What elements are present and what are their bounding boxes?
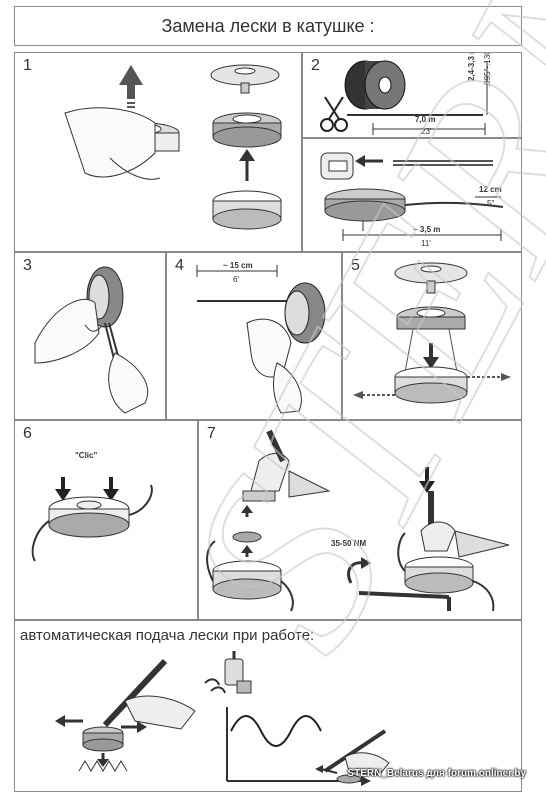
half-ft-label: 11' <box>421 239 431 248</box>
step4-cm-label: ~ 15 cm <box>223 261 253 270</box>
step-1-illustration <box>64 64 282 230</box>
step-1-panel: 1 <box>14 52 302 252</box>
step-7-panel: 7 35-50 NM <box>198 420 522 620</box>
step-2-illustration <box>320 60 488 135</box>
step-number: 6 <box>23 425 32 442</box>
auto-feed-caption: автоматическая подача лески при работе: <box>20 627 315 644</box>
step-2-panel: 2 7,0 m 23' 2,4-3,3 mm .095"-.130" <box>302 52 522 138</box>
auto-feed-panel <box>14 620 522 792</box>
step-4-panel: 4 ~ 15 cm 6' <box>166 252 342 420</box>
click-label: "Clic" <box>75 451 98 460</box>
step-2b-panel: 12 cm 5" ~ 3,5 m 11' <box>302 138 522 252</box>
torque-label: 35-50 NM <box>331 539 367 548</box>
step-number: 5 <box>351 257 360 274</box>
step4-in-label: 6' <box>233 275 239 284</box>
credit-text: STERN_Belarus для forum.onliner.by <box>347 768 526 779</box>
diameter-in-label: .095"-.130" <box>483 52 492 87</box>
free-cm-label: 12 cm <box>479 185 502 194</box>
step-number: 1 <box>23 57 32 74</box>
step-number: 2 <box>311 57 320 74</box>
length-m-label: 7,0 m <box>415 115 436 124</box>
step-3-illustration <box>34 266 149 414</box>
auto-feed-illustration <box>55 651 390 786</box>
step-6-panel: 6 "Clic" <box>14 420 198 620</box>
half-m-label: ~ 3,5 m <box>413 225 441 234</box>
step-5-illustration <box>353 262 511 404</box>
step-6-illustration <box>31 477 153 562</box>
step-number: 3 <box>23 257 32 274</box>
page-title: Замена лески в катушке : <box>14 6 522 46</box>
step-2b-illustration <box>320 152 504 241</box>
diameter-mm-label: 2,4-3,3 mm <box>467 52 476 81</box>
step-5-panel: 5 <box>342 252 522 420</box>
step-4-illustration <box>196 265 326 414</box>
step-7-illustration <box>206 429 510 612</box>
free-in-label: 5" <box>487 199 495 208</box>
step-number: 7 <box>207 425 216 442</box>
step-3-panel: 3 <box>14 252 166 420</box>
length-ft-label: 23' <box>421 127 432 136</box>
step-number: 4 <box>175 257 184 274</box>
